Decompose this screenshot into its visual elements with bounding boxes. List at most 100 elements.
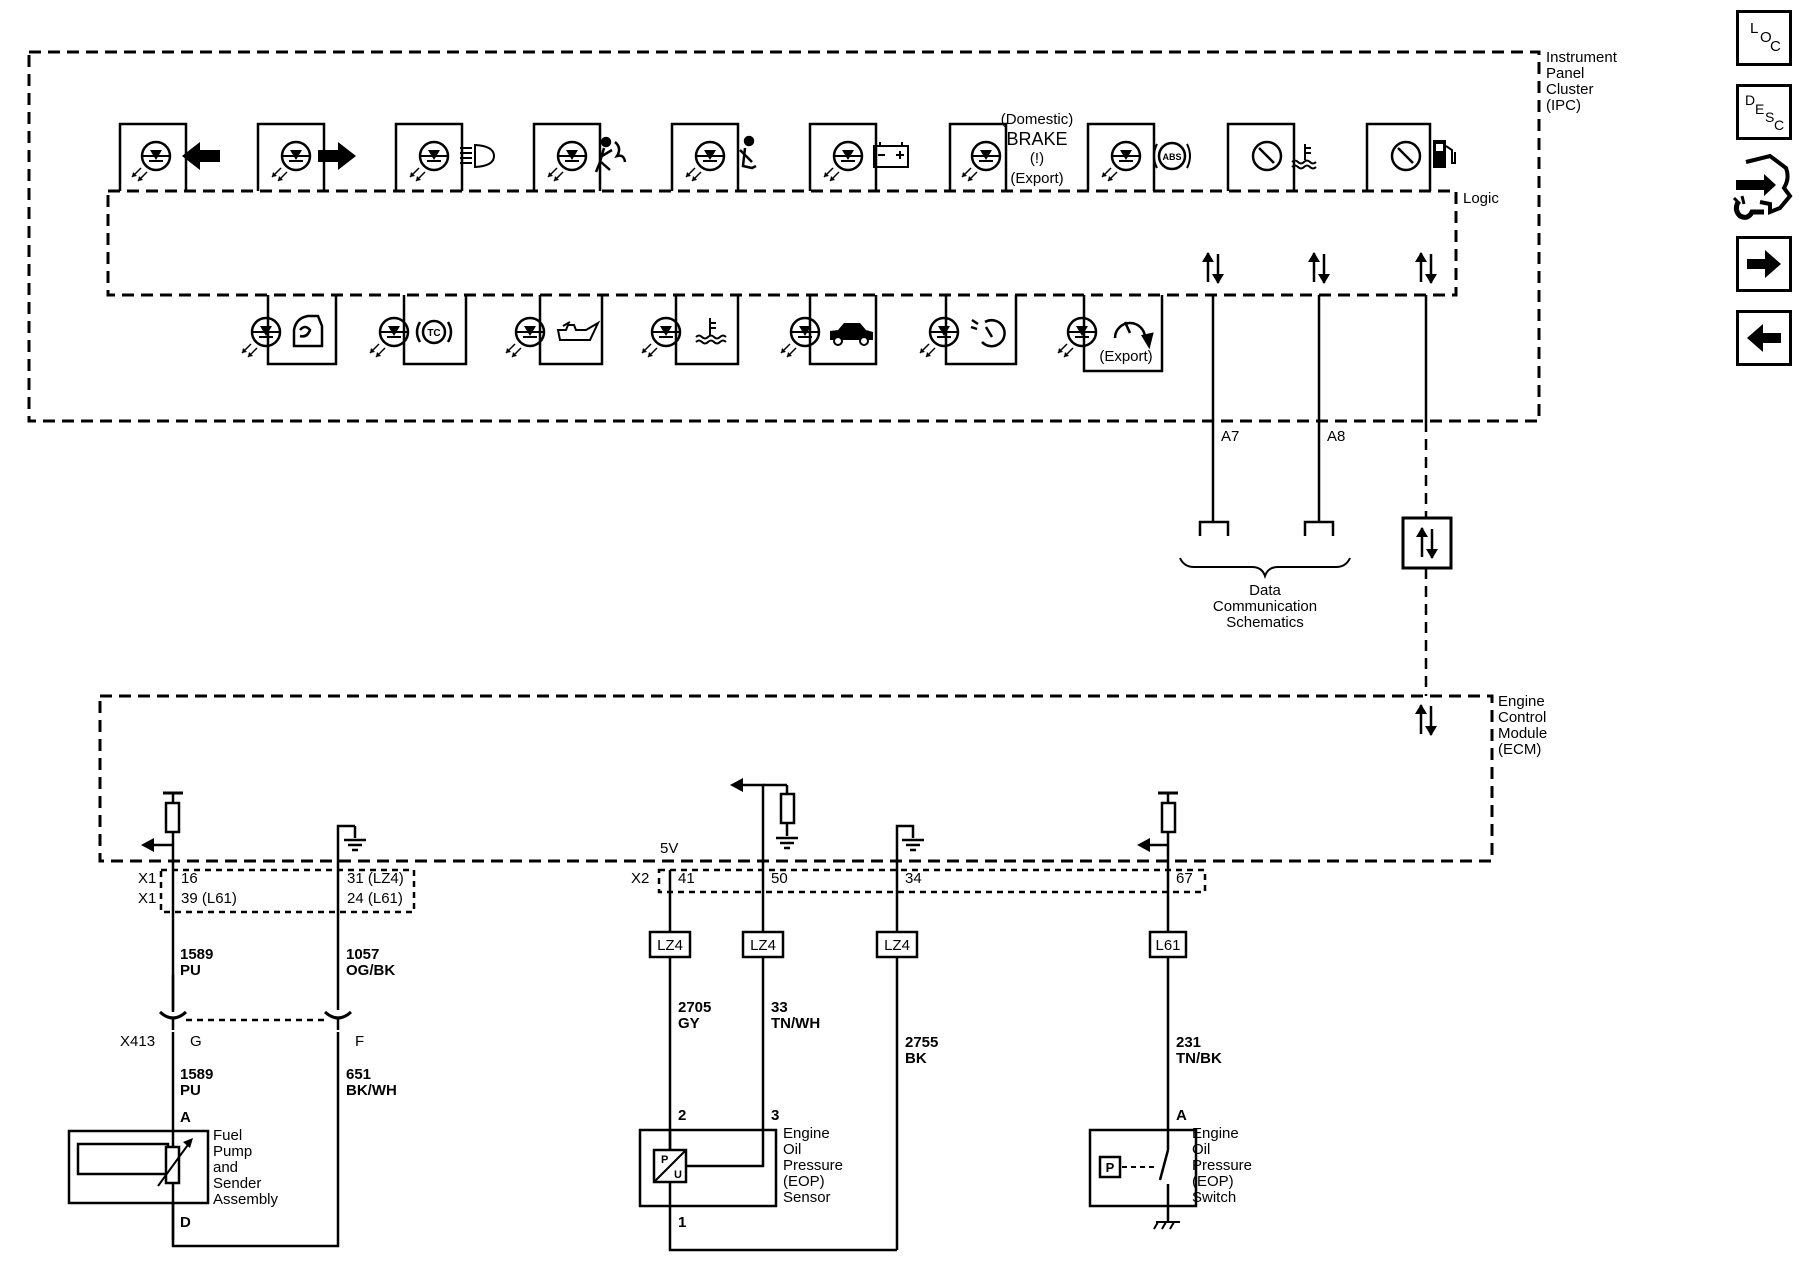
svg-text:LZ4: LZ4: [657, 937, 683, 954]
wire-tn-bk-color: TN/BK: [1176, 1050, 1222, 1067]
sensor-u-label: U: [674, 1169, 682, 1181]
wire-og-bk-color: OG/BK: [346, 962, 395, 979]
serial-data-link-box: [1401, 516, 1453, 570]
arrow-left-icon: [1747, 324, 1781, 352]
svg-text:Sender: Sender: [213, 1175, 261, 1192]
oil-can-icon: [556, 320, 601, 341]
seatbelt-icon: [739, 135, 757, 170]
data-direction-arrow-3: [1413, 250, 1439, 286]
indicator-speed-warning: [918, 295, 1018, 366]
svg-text:Panel: Panel: [1546, 65, 1584, 82]
ecm-data-arrow: [1413, 702, 1439, 738]
wire-tn-wh-color: TN/WH: [771, 1015, 820, 1032]
security-car-icon: [830, 323, 873, 346]
eop-switch: P: [1088, 1128, 1198, 1230]
previous-page-button[interactable]: [1736, 310, 1792, 366]
svg-text:Assembly: Assembly: [213, 1191, 279, 1208]
location-button[interactable]: L O C: [1736, 10, 1792, 66]
svg-text:Engine: Engine: [1192, 1125, 1239, 1142]
pin-41-label: 41: [678, 870, 695, 887]
desc-letter-c: C: [1774, 117, 1784, 133]
svg-text:Cluster: Cluster: [1546, 81, 1594, 98]
reduced-power-icon: [292, 314, 324, 348]
arrow-right-icon: [1747, 250, 1781, 278]
fuel-pump-sender-assembly: [67, 1129, 210, 1205]
option-lz4-box: LZ4: [648, 930, 692, 959]
indicator-fuel-gauge: [1365, 122, 1456, 191]
export-label: (Export): [1099, 348, 1152, 365]
svg-text:ABS: ABS: [1162, 152, 1181, 162]
wire-2705-label: 2705: [678, 999, 711, 1016]
wire-231-label: 231: [1176, 1034, 1201, 1051]
battery-icon: [873, 142, 909, 168]
data-communication-schematics-link[interactable]: Data Communication Schematics: [1213, 582, 1317, 631]
pin-31-label: 31 (LZ4): [347, 870, 404, 887]
desc-letter-d: D: [1745, 92, 1755, 108]
connector-pin-g-label: G: [190, 1033, 202, 1050]
fuel-pump-icon: [1433, 140, 1456, 168]
wire-pu-color: PU: [180, 1082, 201, 1099]
loc-letter-o: O: [1760, 29, 1772, 46]
indicator-brake: (Domestic) BRAKE (!) (Export): [948, 111, 1074, 191]
wire-1057-label: 1057: [346, 946, 379, 963]
connector-wrench-icon: [1732, 153, 1793, 220]
indicator-reduced-power: [240, 295, 338, 366]
wire-pu-color: PU: [180, 962, 201, 979]
eop-switch-label: Engine Oil Pressure (EOP) Switch: [1192, 1125, 1252, 1206]
description-button[interactable]: D E S C: [1736, 84, 1792, 140]
indicator-security: [779, 295, 878, 366]
logic-block-boundary: [106, 189, 1458, 297]
indicator-export-only: (Export): [1056, 295, 1164, 373]
ipc-label: Instrument Panel Cluster (IPC): [1546, 49, 1618, 114]
eop-sensor-pin-2-label: 2: [678, 1107, 686, 1124]
pin-39-label: 39 (L61): [181, 890, 237, 907]
airbag-icon: [594, 136, 627, 173]
svg-text:(ECM): (ECM): [1498, 741, 1541, 758]
svg-text:Control: Control: [1498, 709, 1546, 726]
svg-text:Engine: Engine: [1498, 693, 1545, 710]
wire-1589-label: 1589: [180, 1066, 213, 1083]
svg-text:Fuel: Fuel: [213, 1127, 242, 1144]
brake-label: BRAKE: [1006, 129, 1067, 149]
high-beam-icon: [460, 143, 496, 169]
svg-text:L61: L61: [1155, 937, 1180, 954]
connector-x1-label: X1: [138, 870, 156, 887]
svg-text:Pressure: Pressure: [783, 1157, 843, 1174]
indicator-battery: [808, 122, 909, 191]
svg-text:Oil: Oil: [783, 1141, 801, 1158]
svg-text:(EOP): (EOP): [783, 1173, 825, 1190]
gauge-icon: [1390, 140, 1422, 172]
data-direction-arrow-1: [1200, 250, 1226, 286]
connector-views-button[interactable]: [1730, 152, 1796, 226]
loc-letter-c: C: [1770, 38, 1781, 55]
indicator-seatbelt: [670, 122, 757, 191]
pin-a7-label: A7: [1221, 428, 1239, 445]
chassis-ground-icon: [1153, 1221, 1180, 1230]
brake-domestic-label: (Domestic): [1001, 111, 1074, 128]
ecm-label: Engine Control Module (ECM): [1498, 693, 1547, 758]
indicator-oil-pressure: [504, 295, 604, 366]
svg-text:TC: TC: [427, 328, 440, 339]
option-lz4-box: LZ4: [741, 930, 785, 959]
svg-text:Data: Data: [1249, 582, 1281, 599]
speedometer-icon: [970, 318, 1006, 348]
eop-sensor-label: Engine Oil Pressure (EOP) Sensor: [783, 1125, 843, 1206]
cruise-control-icon: [1113, 321, 1154, 350]
loc-letter-l: L: [1750, 20, 1758, 37]
option-lz4-box: LZ4: [875, 930, 919, 959]
svg-text:Module: Module: [1498, 725, 1547, 742]
indicator-turn-left: [118, 122, 220, 191]
pin-a8-label: A8: [1327, 428, 1345, 445]
connector-pin-f-label: F: [355, 1033, 364, 1050]
data-direction-arrow-2: [1306, 250, 1332, 286]
indicator-airbag: [532, 122, 627, 191]
fuel-pump-pin-d-label: D: [180, 1214, 191, 1231]
desc-letter-s: S: [1765, 109, 1774, 125]
eop-sensor-pin-1-label: 1: [678, 1214, 686, 1231]
next-page-button[interactable]: [1736, 236, 1792, 292]
eop-switch-pin-a-label: A: [1176, 1107, 1187, 1124]
wire-33-label: 33: [771, 999, 788, 1016]
indicator-abs: ABS: [1086, 122, 1191, 191]
reference-5v-label: 5V: [660, 840, 678, 857]
